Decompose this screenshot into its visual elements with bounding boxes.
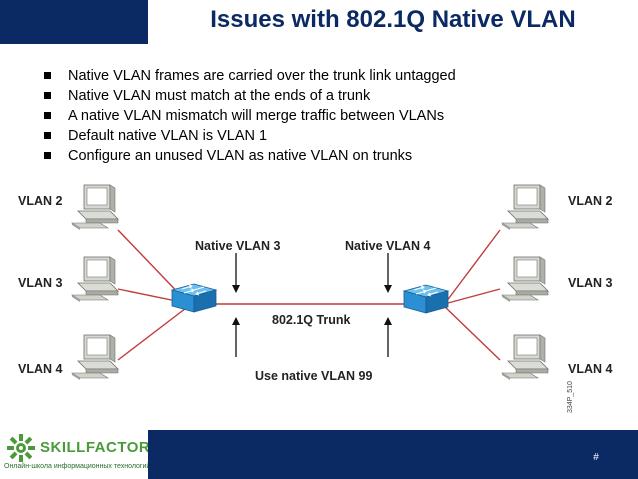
bullet-square-icon xyxy=(44,72,51,79)
host-pc-icon xyxy=(71,256,119,303)
native-vlan-left-label: Native VLAN 3 xyxy=(195,239,280,253)
footer-bar xyxy=(148,430,638,479)
arrow-down-icon xyxy=(384,253,392,293)
slide-number: # xyxy=(593,452,599,463)
slide-title: Issues with 802.1Q Native VLAN xyxy=(210,6,576,33)
host-pc-icon xyxy=(501,334,549,381)
figure-code: 334P_510 xyxy=(567,381,574,413)
bullet-square-icon xyxy=(44,152,51,159)
network-diagram: VLAN 2 VLAN 3 VLAN 4 VLAN 2 VLAN 3 VLAN … xyxy=(18,184,613,413)
host-vlan-label: VLAN 4 xyxy=(568,362,613,376)
bullet-item: Configure an unused VLAN as native VLAN … xyxy=(44,146,456,166)
bullet-text: Native VLAN frames are carried over the … xyxy=(68,68,456,84)
title-accent-block xyxy=(0,0,148,44)
host-pc-icon xyxy=(71,334,119,381)
bullet-square-icon xyxy=(44,132,51,139)
bullet-square-icon xyxy=(44,112,51,119)
arrow-down-icon xyxy=(232,253,240,293)
arrow-up-icon xyxy=(384,317,392,357)
switch-icon xyxy=(403,284,449,314)
native-vlan-right-label: Native VLAN 4 xyxy=(345,239,430,253)
bullet-text: Default native VLAN is VLAN 1 xyxy=(68,128,268,144)
host-pc-icon xyxy=(71,184,119,231)
logo-tagline: Онлайн-школа информационных технологий xyxy=(4,463,151,470)
title-band: Issues with 802.1Q Native VLAN xyxy=(0,0,638,44)
bullet-text: Native VLAN must match at the ends of a … xyxy=(68,88,371,104)
host-vlan-label: VLAN 4 xyxy=(18,362,63,376)
arrow-up-icon xyxy=(232,317,240,357)
host-vlan-label: VLAN 3 xyxy=(568,276,613,290)
native-vlan-recommendation: Use native VLAN 99 xyxy=(255,369,372,383)
host-vlan-label: VLAN 2 xyxy=(18,194,63,208)
host-vlan-label: VLAN 2 xyxy=(568,194,613,208)
bullet-item: A native VLAN mismatch will merge traffi… xyxy=(44,106,456,126)
skillfactory-logo-icon xyxy=(7,434,35,462)
host-pc-icon xyxy=(501,184,549,231)
bullet-item: Default native VLAN is VLAN 1 xyxy=(44,126,456,146)
bullet-item: Native VLAN must match at the ends of a … xyxy=(44,86,456,106)
host-pc-icon xyxy=(501,256,549,303)
bullet-square-icon xyxy=(44,92,51,99)
host-vlan-label: VLAN 3 xyxy=(18,276,63,290)
bullet-text: Configure an unused VLAN as native VLAN … xyxy=(68,148,413,164)
logo-area: SKILLFACTORY Онлайн-школа информационных… xyxy=(0,430,160,479)
switch-icon xyxy=(171,283,217,313)
trunk-label: 802.1Q Trunk xyxy=(272,313,351,327)
bullet-text: A native VLAN mismatch will merge traffi… xyxy=(68,108,445,124)
footer: SKILLFACTORY Онлайн-школа информационных… xyxy=(0,430,638,479)
bullet-item: Native VLAN frames are carried over the … xyxy=(44,66,456,86)
logo-name: SKILLFACTORY xyxy=(40,439,161,456)
bullet-list: Native VLAN frames are carried over the … xyxy=(44,66,456,166)
